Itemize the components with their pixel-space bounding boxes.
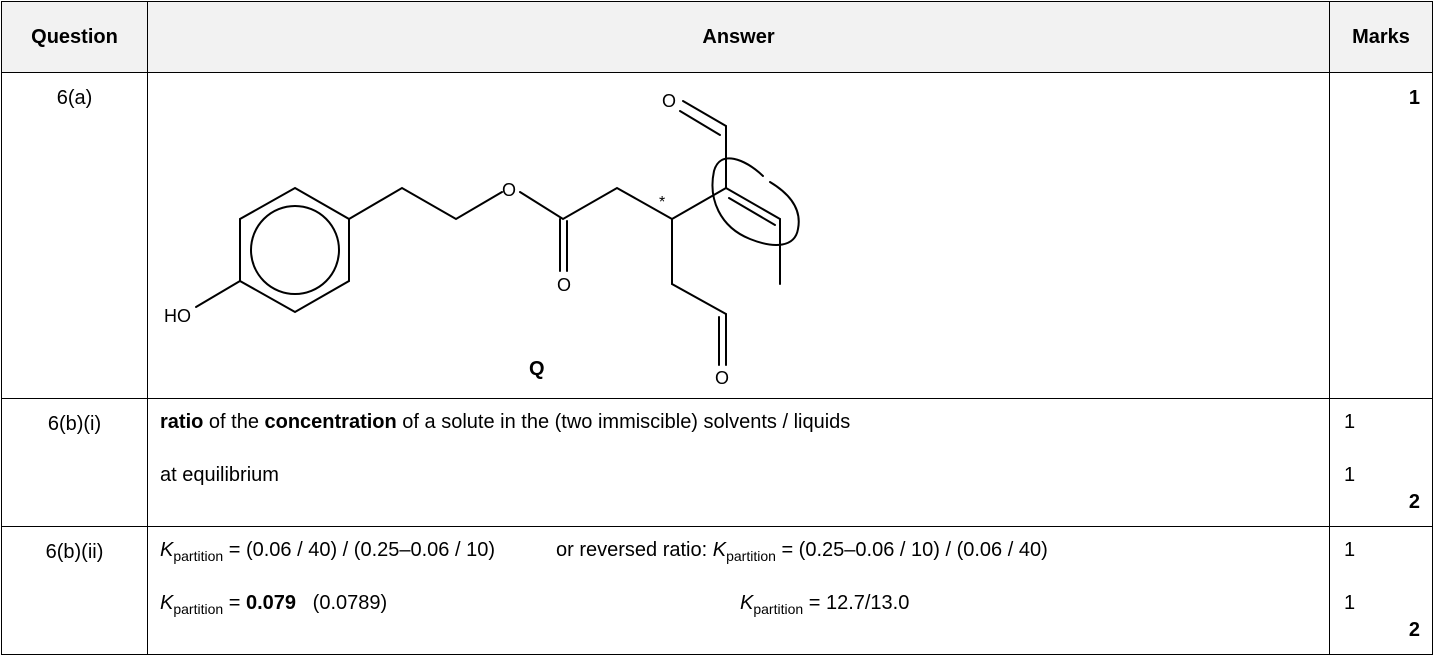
answer-cell: HO O O O O * Q xyxy=(147,72,1330,399)
chiral-marker: * xyxy=(659,194,665,211)
table-row-6a: 6(a) xyxy=(1,72,1433,399)
svg-text:O: O xyxy=(557,275,571,295)
mark-2: 1 xyxy=(1344,592,1356,614)
marks-total: 1 xyxy=(1408,87,1420,109)
marks-cell: 1 1 2 xyxy=(1329,398,1433,527)
mark-2: 1 xyxy=(1344,464,1356,486)
marks-total: 2 xyxy=(1408,491,1420,513)
marks-total: 2 xyxy=(1408,619,1420,641)
structure-diagram-q: HO O O O O * Q xyxy=(164,91,800,388)
question-header: Question xyxy=(1,1,148,73)
k-reversed-value: Kpartition = 12.7/13.0 xyxy=(740,592,910,617)
marks-cell: 1 xyxy=(1329,72,1433,399)
question-number: 6(b)(ii) xyxy=(1,526,148,655)
k-reversed-expression: or reversed ratio: Kpartition = (0.25–0.… xyxy=(556,539,1048,564)
svg-text:HO: HO xyxy=(164,306,191,326)
answer-line-2: at equilibrium xyxy=(160,464,279,486)
answer-cell: Kpartition = (0.06 / 40) / (0.25–0.06 / … xyxy=(147,526,1330,655)
marks-header: Marks xyxy=(1329,1,1433,73)
k-value: Kpartition = 0.079 (0.0789) xyxy=(160,592,388,617)
marks-cell: 1 1 2 xyxy=(1329,526,1433,655)
answer-header: Answer xyxy=(147,1,1330,73)
question-number: 6(b)(i) xyxy=(1,398,148,527)
answer-line-1: ratio of the concentration of a solute i… xyxy=(160,411,851,433)
header-row: Question Answer Marks xyxy=(1,1,1433,73)
question-number: 6(a) xyxy=(1,72,148,399)
svg-text:O: O xyxy=(715,368,729,388)
table-row-6bi: 6(b)(i) ratio of the concentration of a … xyxy=(1,398,1433,527)
svg-text:O: O xyxy=(502,180,516,200)
k-expression: Kpartition = (0.06 / 40) / (0.25–0.06 / … xyxy=(160,539,495,564)
answer-cell: ratio of the concentration of a solute i… xyxy=(147,398,1330,527)
compound-label: Q xyxy=(529,358,545,380)
mark-1: 1 xyxy=(1344,539,1356,561)
atom-labels: HO O O O O * Q xyxy=(164,91,729,388)
mark-1: 1 xyxy=(1344,411,1356,433)
table-row-6bii: 6(b)(ii) Kpartition = (0.06 / 40) / (0.2… xyxy=(1,526,1433,655)
svg-text:O: O xyxy=(662,91,676,111)
